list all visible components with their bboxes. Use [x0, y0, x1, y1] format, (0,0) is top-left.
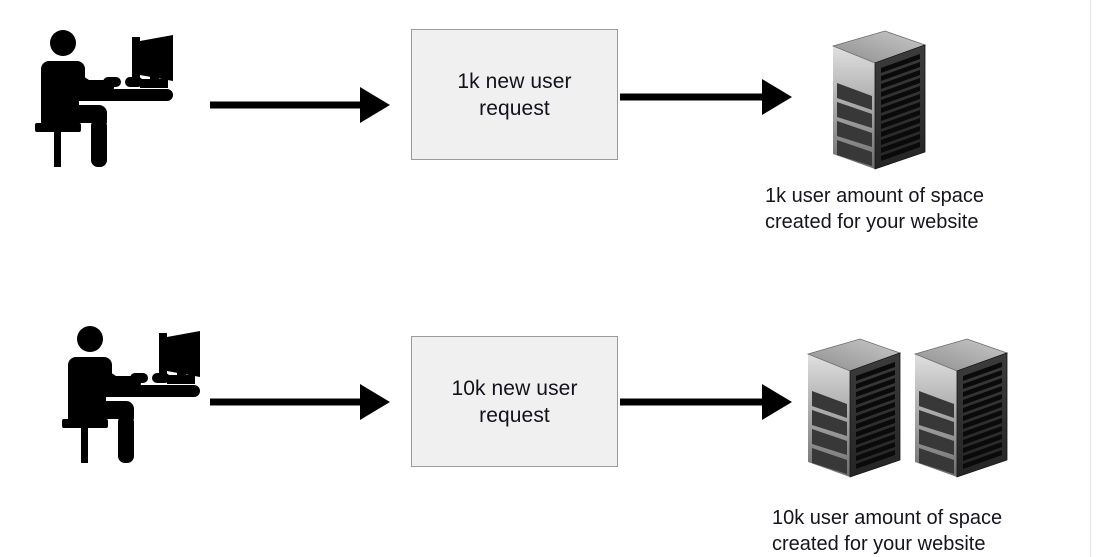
server-caption-10k: 10k user amount of space created for you… — [772, 507, 1003, 555]
canvas-right-edge — [1090, 0, 1091, 557]
process-box-10k[interactable]: 10k new user request — [411, 336, 618, 467]
arrow-right-icon-2b — [620, 384, 792, 420]
arrow-right-icon-1a — [210, 87, 390, 123]
server-tower-icon-1 — [828, 26, 930, 174]
server-tower-icon-2b — [910, 334, 1012, 482]
person-at-computer-icon — [33, 27, 193, 167]
process-box-1k[interactable]: 1k new user request — [411, 29, 618, 160]
process-box-label: 1k new user request — [457, 69, 572, 120]
server-tower-icon-2a — [803, 334, 905, 482]
server-caption-1k: 1k user amount of space created for your… — [765, 185, 985, 233]
arrow-right-icon-2a — [210, 384, 390, 420]
arrow-right-icon-1b — [620, 79, 792, 115]
person-at-computer-icon-2 — [60, 318, 220, 468]
process-box-label-2: 10k new user request — [451, 376, 578, 427]
